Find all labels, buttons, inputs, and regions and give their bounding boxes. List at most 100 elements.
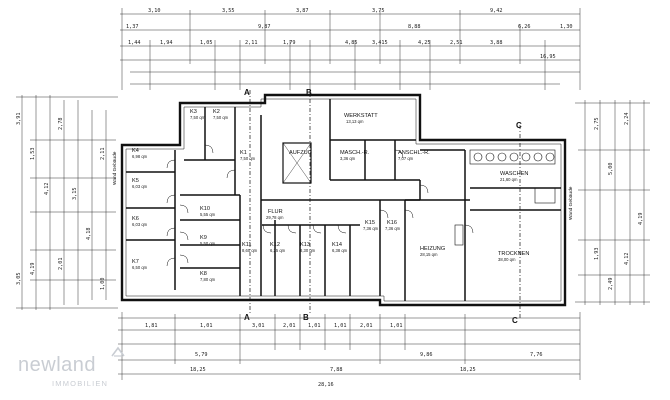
dim-top-9: 6,26 (518, 24, 531, 30)
interior-walls (126, 99, 561, 301)
room-k9-area: 5,50 qm (200, 241, 216, 246)
room-flur-area: 29,78 qm (266, 215, 284, 220)
room-k11-area: 8,60 qm (242, 248, 258, 253)
dim-top-21: 16,95 (540, 54, 556, 60)
room-k12-area: 6,25 qm (270, 248, 286, 253)
dim-top-14: 2,11 (245, 40, 258, 46)
room-k1-area: 7,50 qm (240, 156, 256, 161)
dim-top-2: 3,55 (222, 8, 235, 14)
dim-bottom-2: 1,01 (200, 323, 213, 329)
section-a-bottom: A (244, 313, 250, 322)
dim-right-7: 4,12 (624, 253, 630, 266)
room-k3-name: K3 (190, 109, 197, 115)
dim-top-4: 3,75 (372, 8, 385, 14)
dim-left-6: 4,18 (86, 228, 92, 241)
dim-bottom-8: 1,01 (390, 323, 403, 329)
logo-subtitle: IMMOBILIEN (52, 379, 109, 388)
room-werkstatt-name: WERKSTATT (344, 113, 378, 119)
dim-bottom-10: 9,86 (420, 352, 433, 358)
room-anschlr-name: ANSCHL.-R. (398, 150, 430, 156)
dim-top-13: 1,05 (200, 40, 213, 46)
section-c-bottom: C (512, 316, 518, 325)
room-heizung-name: HEIZUNG (420, 246, 445, 252)
dim-right-1: 2,75 (594, 118, 600, 131)
room-k1-name: K1 (240, 150, 247, 156)
section-b-bottom: B (303, 313, 309, 322)
room-anschlr-area: 7,07 qm (398, 156, 414, 161)
room-k6-area: 6,03 qm (132, 222, 148, 227)
room-labels: K3 7,50 qm K2 7,50 qm K1 7,50 qm K4 6,98… (132, 109, 529, 282)
room-k4-area: 6,98 qm (132, 154, 148, 159)
dim-top-3: 3,87 (296, 8, 309, 14)
room-k10-area: 5,55 qm (200, 212, 216, 217)
dim-bottom-5: 1,01 (308, 323, 321, 329)
dim-left-3: 4,12 (44, 183, 50, 196)
dim-bottom-9: 5,79 (195, 352, 208, 358)
dim-left-4: 2,78 (58, 118, 64, 131)
room-maschr-name: MASCH.-R. (340, 150, 370, 156)
dim-right-5: 1,93 (594, 248, 600, 261)
room-k15-name: K15 (365, 220, 375, 226)
room-k5-area: 6,03 qm (132, 184, 148, 189)
dim-left-7: 2,11 (100, 148, 106, 161)
dim-bottom-13: 7,88 (330, 367, 343, 373)
left-dimension-text: 3,91 1,53 4,12 2,78 3,15 4,18 2,11 2,01 … (16, 113, 118, 291)
dim-top-7: 9,87 (258, 24, 271, 30)
room-k13-area: 8,30 qm (300, 248, 316, 253)
logo-wordmark: newland (18, 354, 97, 376)
dim-left-8: 2,01 (58, 258, 64, 271)
section-labels: A A B B C C (244, 88, 522, 325)
dim-right-3: 2,24 (624, 113, 630, 126)
section-lines (249, 90, 521, 320)
room-k16-area: 7,36 qm (385, 226, 401, 231)
dim-top-18: 4,25 (418, 40, 431, 46)
dim-left-1: 3,91 (16, 113, 22, 126)
dim-right-4: 4,19 (638, 213, 644, 226)
company-logo: newland IMMOBILIEN (8, 346, 128, 394)
dim-top-6: 1,37 (126, 24, 139, 30)
dim-right-2: 5,00 (608, 163, 614, 176)
dim-top-16: 4,85 (345, 40, 358, 46)
dim-left-2: 1,53 (30, 148, 36, 161)
room-maschr-area: 3,36 qm (340, 156, 356, 161)
left-dimension-lines (16, 95, 118, 310)
dim-bottom-6: 1,01 (334, 323, 347, 329)
room-k2-area: 7,50 qm (213, 115, 229, 120)
dim-left-5: 3,15 (72, 188, 78, 201)
room-k12-name: K12 (270, 242, 280, 248)
dim-bottom-7: 2,01 (360, 323, 373, 329)
dim-top-8: 8,88 (408, 24, 421, 30)
dim-top-11: 1,44 (128, 40, 141, 46)
room-k4-name: K4 (132, 148, 139, 154)
dim-bottom-11: 7,76 (530, 352, 543, 358)
room-k11-name: K11 (242, 242, 252, 248)
room-trocknen-area: 38,00 qm (498, 257, 516, 262)
dim-top-20: 3,88 (490, 40, 503, 46)
dim-top-12: 1,94 (160, 40, 173, 46)
dim-bottom-14: 18,25 (460, 367, 476, 373)
dim-bottom-15: 28,16 (318, 382, 334, 388)
room-k14-area: 6,38 qm (332, 248, 348, 253)
washing-machines (454, 149, 556, 246)
right-dimension-lines (575, 100, 650, 305)
top-dimension-text: 3,10 3,55 3,87 3,75 9,42 1,37 9,87 8,88 … (126, 8, 573, 60)
section-b-top: B (306, 88, 312, 97)
side-label-right: Wand Gebäude (568, 186, 574, 220)
room-k14-name: K14 (332, 242, 342, 248)
dim-bottom-12: 18,25 (190, 367, 206, 373)
room-k7-area: 6,50 qm (132, 265, 148, 270)
room-k6-name: K6 (132, 216, 139, 222)
section-a-top: A (244, 88, 250, 97)
room-werkstatt-area: 13,13 qm (346, 119, 364, 124)
room-k10-name: K10 (200, 206, 210, 212)
house-icon (111, 346, 125, 357)
room-k9-name: K9 (200, 235, 207, 241)
room-heizung-area: 28,15 qm (420, 252, 438, 257)
room-trocknen-name: TROCKNEN (498, 251, 529, 257)
dim-left-10: 1,00 (100, 278, 106, 291)
side-label-left: Wand Gebäude (112, 151, 118, 185)
room-k15-area: 7,36 qm (363, 226, 379, 231)
right-dimension-text: 2,75 5,00 2,24 4,19 1,93 2,49 4,12 Wand … (568, 113, 644, 291)
dim-left-9: 4,19 (30, 263, 36, 276)
